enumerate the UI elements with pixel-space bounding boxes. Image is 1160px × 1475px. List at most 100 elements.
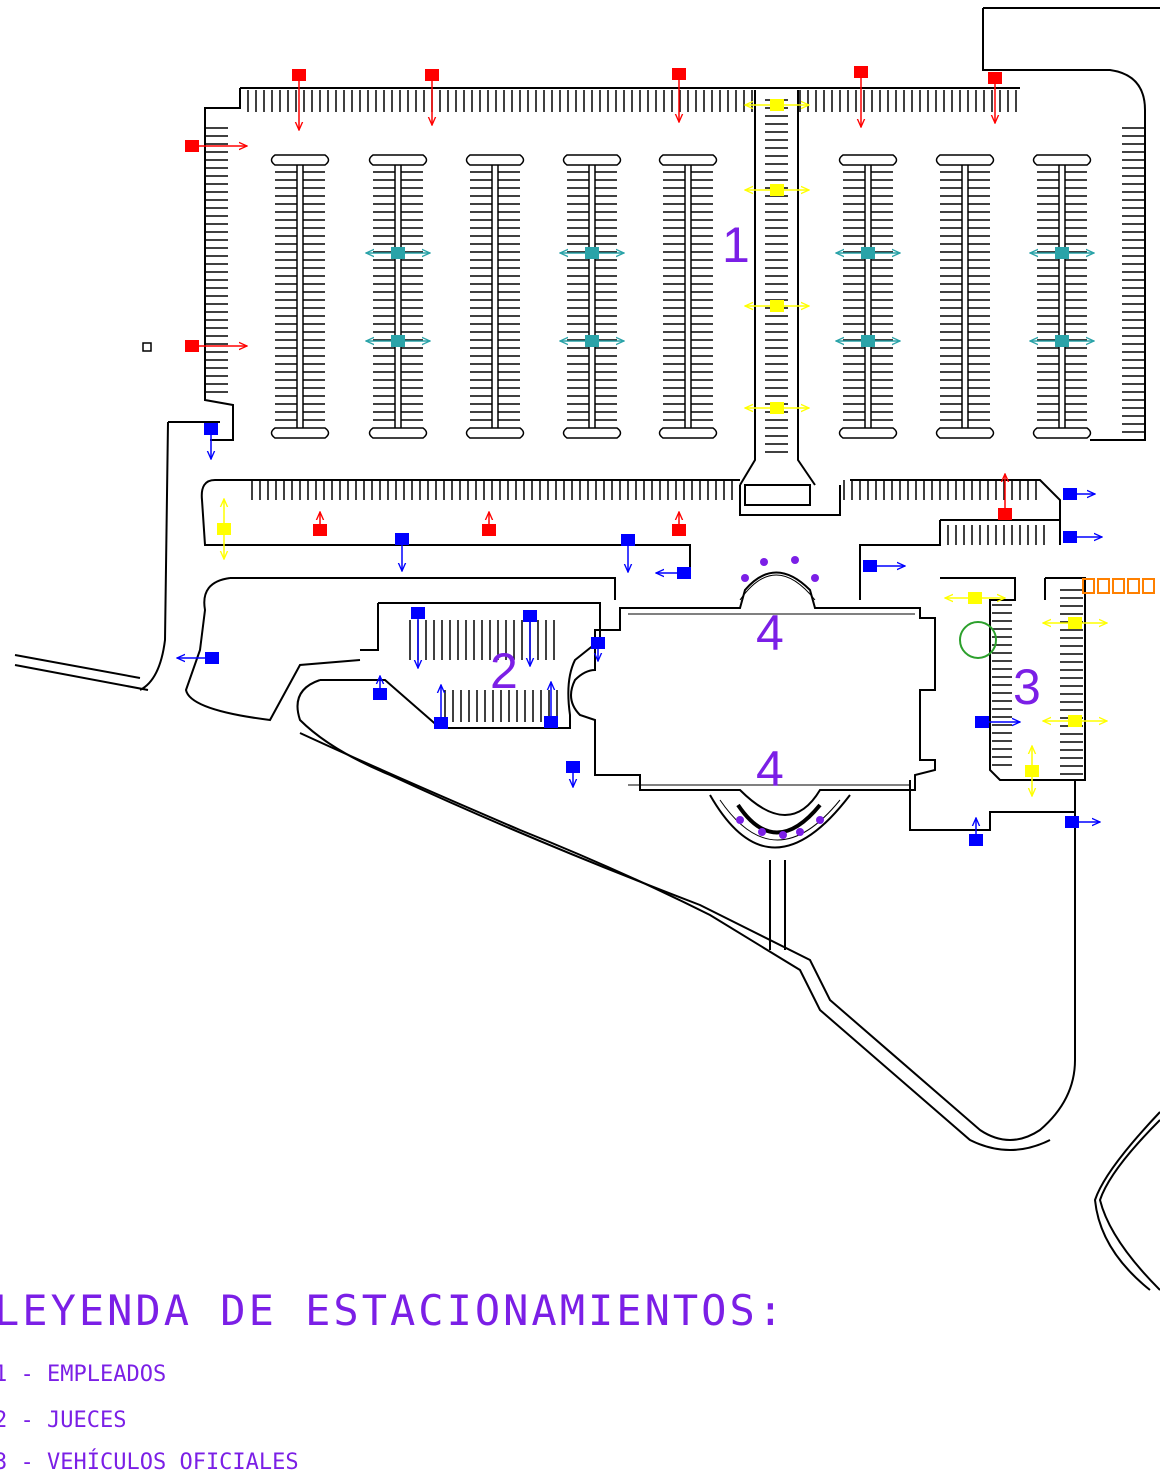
- judges-parking-marker: [1063, 488, 1095, 500]
- marker-square: [1055, 247, 1069, 259]
- zone-label-2: 2: [490, 643, 518, 699]
- employee-parking-marker: [482, 512, 496, 536]
- parking-island-cap: [658, 154, 718, 166]
- parking-island-cap: [562, 427, 622, 439]
- lamp-icon: [791, 556, 799, 564]
- official-parking-marker: [745, 99, 809, 111]
- judges-parking-marker: [656, 567, 691, 579]
- judges-parking-marker: [177, 652, 219, 664]
- reserved-parking-marker: [560, 247, 624, 259]
- reserved-parking-marker: [560, 335, 624, 347]
- marker-square: [975, 716, 989, 728]
- marker-square: [566, 761, 580, 773]
- marker-square: [585, 335, 599, 347]
- parking-stalls: [205, 90, 1145, 775]
- marker-square: [585, 247, 599, 259]
- orange-spaces: [1082, 578, 1155, 594]
- legend-item-number: 3: [0, 1450, 8, 1475]
- marker-square: [292, 69, 306, 81]
- parking-island-cap: [1032, 154, 1092, 166]
- judges-parking-marker: [1063, 531, 1102, 543]
- employee-parking-marker: [988, 72, 1002, 123]
- lamp-icon: [779, 831, 787, 839]
- lamp-icon: [736, 816, 744, 824]
- employee-parking-marker: [672, 68, 686, 122]
- marker-square: [969, 834, 983, 846]
- judges-parking-marker: [204, 423, 218, 459]
- marker-square: [185, 340, 199, 352]
- reserved-parking-marker: [836, 335, 900, 347]
- official-parking-marker: [217, 499, 231, 559]
- legend-item-number: 2: [0, 1408, 8, 1433]
- marker-square: [770, 184, 784, 196]
- employee-parking-marker: [185, 140, 247, 152]
- legend-title: LEYENDA DE ESTACIONAMIENTOS:: [0, 1286, 787, 1335]
- official-parking-marker: [1043, 715, 1107, 727]
- marker-square: [391, 335, 405, 347]
- employee-parking-marker: [854, 66, 868, 127]
- official-parking-marker: [945, 592, 1005, 604]
- judges-parking-marker: [434, 685, 448, 729]
- lamp-icon: [741, 574, 749, 582]
- marker-square: [434, 717, 448, 729]
- marker-square: [621, 534, 635, 546]
- official-parking-marker: [745, 184, 809, 196]
- site-outline: [14, 7, 1160, 1291]
- judges-parking-marker: [591, 637, 605, 661]
- parking-island-cap: [935, 154, 995, 166]
- judges-parking-marker: [1065, 816, 1100, 828]
- legend-item-number: 1: [0, 1362, 8, 1387]
- green-circle-marker: [959, 621, 997, 659]
- parking-island-cap: [270, 427, 330, 439]
- marker-square: [544, 716, 558, 728]
- reserved-parking-marker: [366, 335, 430, 347]
- official-parking-marker: [745, 300, 809, 312]
- marker-square: [523, 610, 537, 622]
- parking-island-cap: [1032, 427, 1092, 439]
- lamp-icon: [760, 558, 768, 566]
- marker-square: [1055, 335, 1069, 347]
- official-parking-marker: [1043, 617, 1107, 629]
- orange-space: [1112, 578, 1125, 594]
- judges-parking-marker: [975, 716, 1020, 728]
- parking-island-cap: [658, 427, 718, 439]
- parking-island-cap: [838, 427, 898, 439]
- parking-island-cap: [368, 427, 428, 439]
- marker-square: [854, 66, 868, 78]
- lamp-icon: [796, 828, 804, 836]
- judges-parking-marker: [373, 676, 387, 700]
- official-parking-marker: [745, 402, 809, 414]
- employee-parking-marker: [672, 512, 686, 536]
- marker-square: [968, 592, 982, 604]
- judges-stalls: [409, 620, 558, 722]
- orange-space: [1127, 578, 1140, 594]
- marker-square: [998, 508, 1012, 520]
- judges-parking-marker: [411, 607, 425, 668]
- small-square: [142, 342, 152, 352]
- parking-island-cap: [465, 427, 525, 439]
- parking-island-cap: [465, 154, 525, 166]
- marker-square: [770, 402, 784, 414]
- employee-parking-marker: [425, 69, 439, 125]
- employee-parking-marker: [185, 340, 247, 352]
- judges-parking-marker: [621, 534, 635, 572]
- reserved-parking-marker: [1030, 335, 1094, 347]
- marker-square: [677, 567, 691, 579]
- judges-parking-marker: [544, 682, 558, 728]
- lamp-icon: [811, 574, 819, 582]
- marker-square: [205, 652, 219, 664]
- reserved-parking-marker: [1030, 247, 1094, 259]
- marker-square: [313, 524, 327, 536]
- zone-label-4-south: 4: [756, 741, 784, 797]
- legend-item-label: EMPLEADOS: [47, 1362, 167, 1387]
- reserved-parking-marker: [366, 247, 430, 259]
- employee-parking-marker: [292, 69, 306, 130]
- zone-label-3: 3: [1013, 659, 1041, 715]
- marker-square: [672, 524, 686, 536]
- marker-square: [1063, 488, 1077, 500]
- marker-square: [217, 523, 231, 535]
- marker-square: [1063, 531, 1077, 543]
- zone-label-4-north: 4: [756, 605, 784, 661]
- marker-square: [1065, 816, 1079, 828]
